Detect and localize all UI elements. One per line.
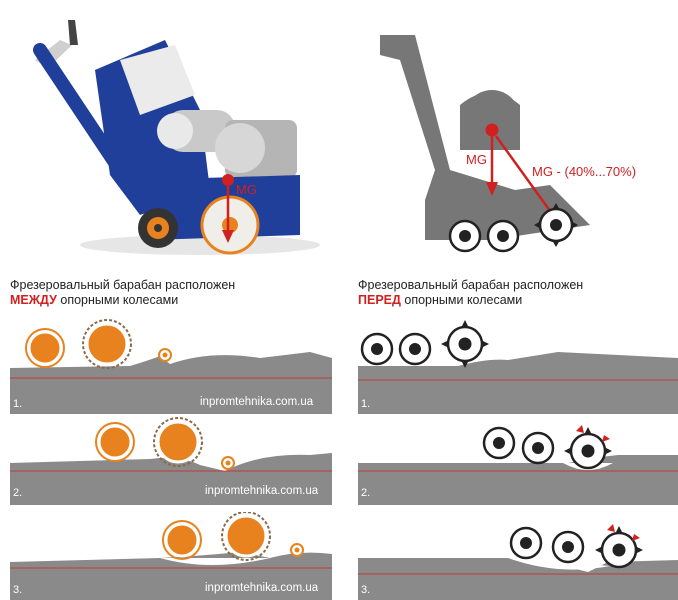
- left-step-1-diagram: [10, 319, 332, 414]
- left-caption-line1: Фрезеровальный барабан расположен: [10, 278, 236, 292]
- right-step-2-diagram: [358, 425, 678, 505]
- left-step-1-watermark: inpromtehnika.com.ua: [200, 396, 314, 408]
- left-caption-emphasis: МЕЖДУ: [10, 293, 57, 307]
- schematic-mg-label: MG: [466, 152, 487, 167]
- left-step-2-watermark: inpromtehnika.com.ua: [205, 485, 319, 497]
- right-step-2-number: 2.: [361, 487, 371, 499]
- right-step-1-number: 1.: [361, 398, 371, 410]
- left-step-1-number: 1.: [13, 398, 23, 410]
- left-caption: Фрезеровальный барабан расположен МЕЖДУ …: [10, 278, 330, 308]
- left-caption-rest: опорными колесами: [56, 293, 179, 307]
- right-caption-emphasis: ПЕРЕД: [358, 293, 401, 307]
- right-caption-rest: опорными колесами: [400, 293, 523, 307]
- photo-mg-label: MG: [236, 182, 257, 197]
- machine-photo: [33, 20, 320, 255]
- machine-schematic: [380, 35, 590, 253]
- right-caption: Фрезеровальный барабан расположен ПЕРЕД …: [358, 278, 678, 308]
- right-step-1-diagram: [358, 320, 678, 414]
- left-step-2-number: 2.: [13, 487, 23, 499]
- left-step-3-number: 3.: [13, 584, 23, 596]
- right-caption-line1: Фрезеровальный барабан расположен: [358, 278, 584, 292]
- schematic-mg-percent-label: MG - (40%...70%): [532, 164, 637, 179]
- right-step-3-number: 3.: [361, 584, 371, 596]
- left-step-3-diagram: [10, 512, 332, 600]
- left-step-3-watermark: inpromtehnika.com.ua: [205, 582, 319, 594]
- right-step-3-diagram: [358, 524, 678, 600]
- left-step-2-diagram: [10, 417, 332, 505]
